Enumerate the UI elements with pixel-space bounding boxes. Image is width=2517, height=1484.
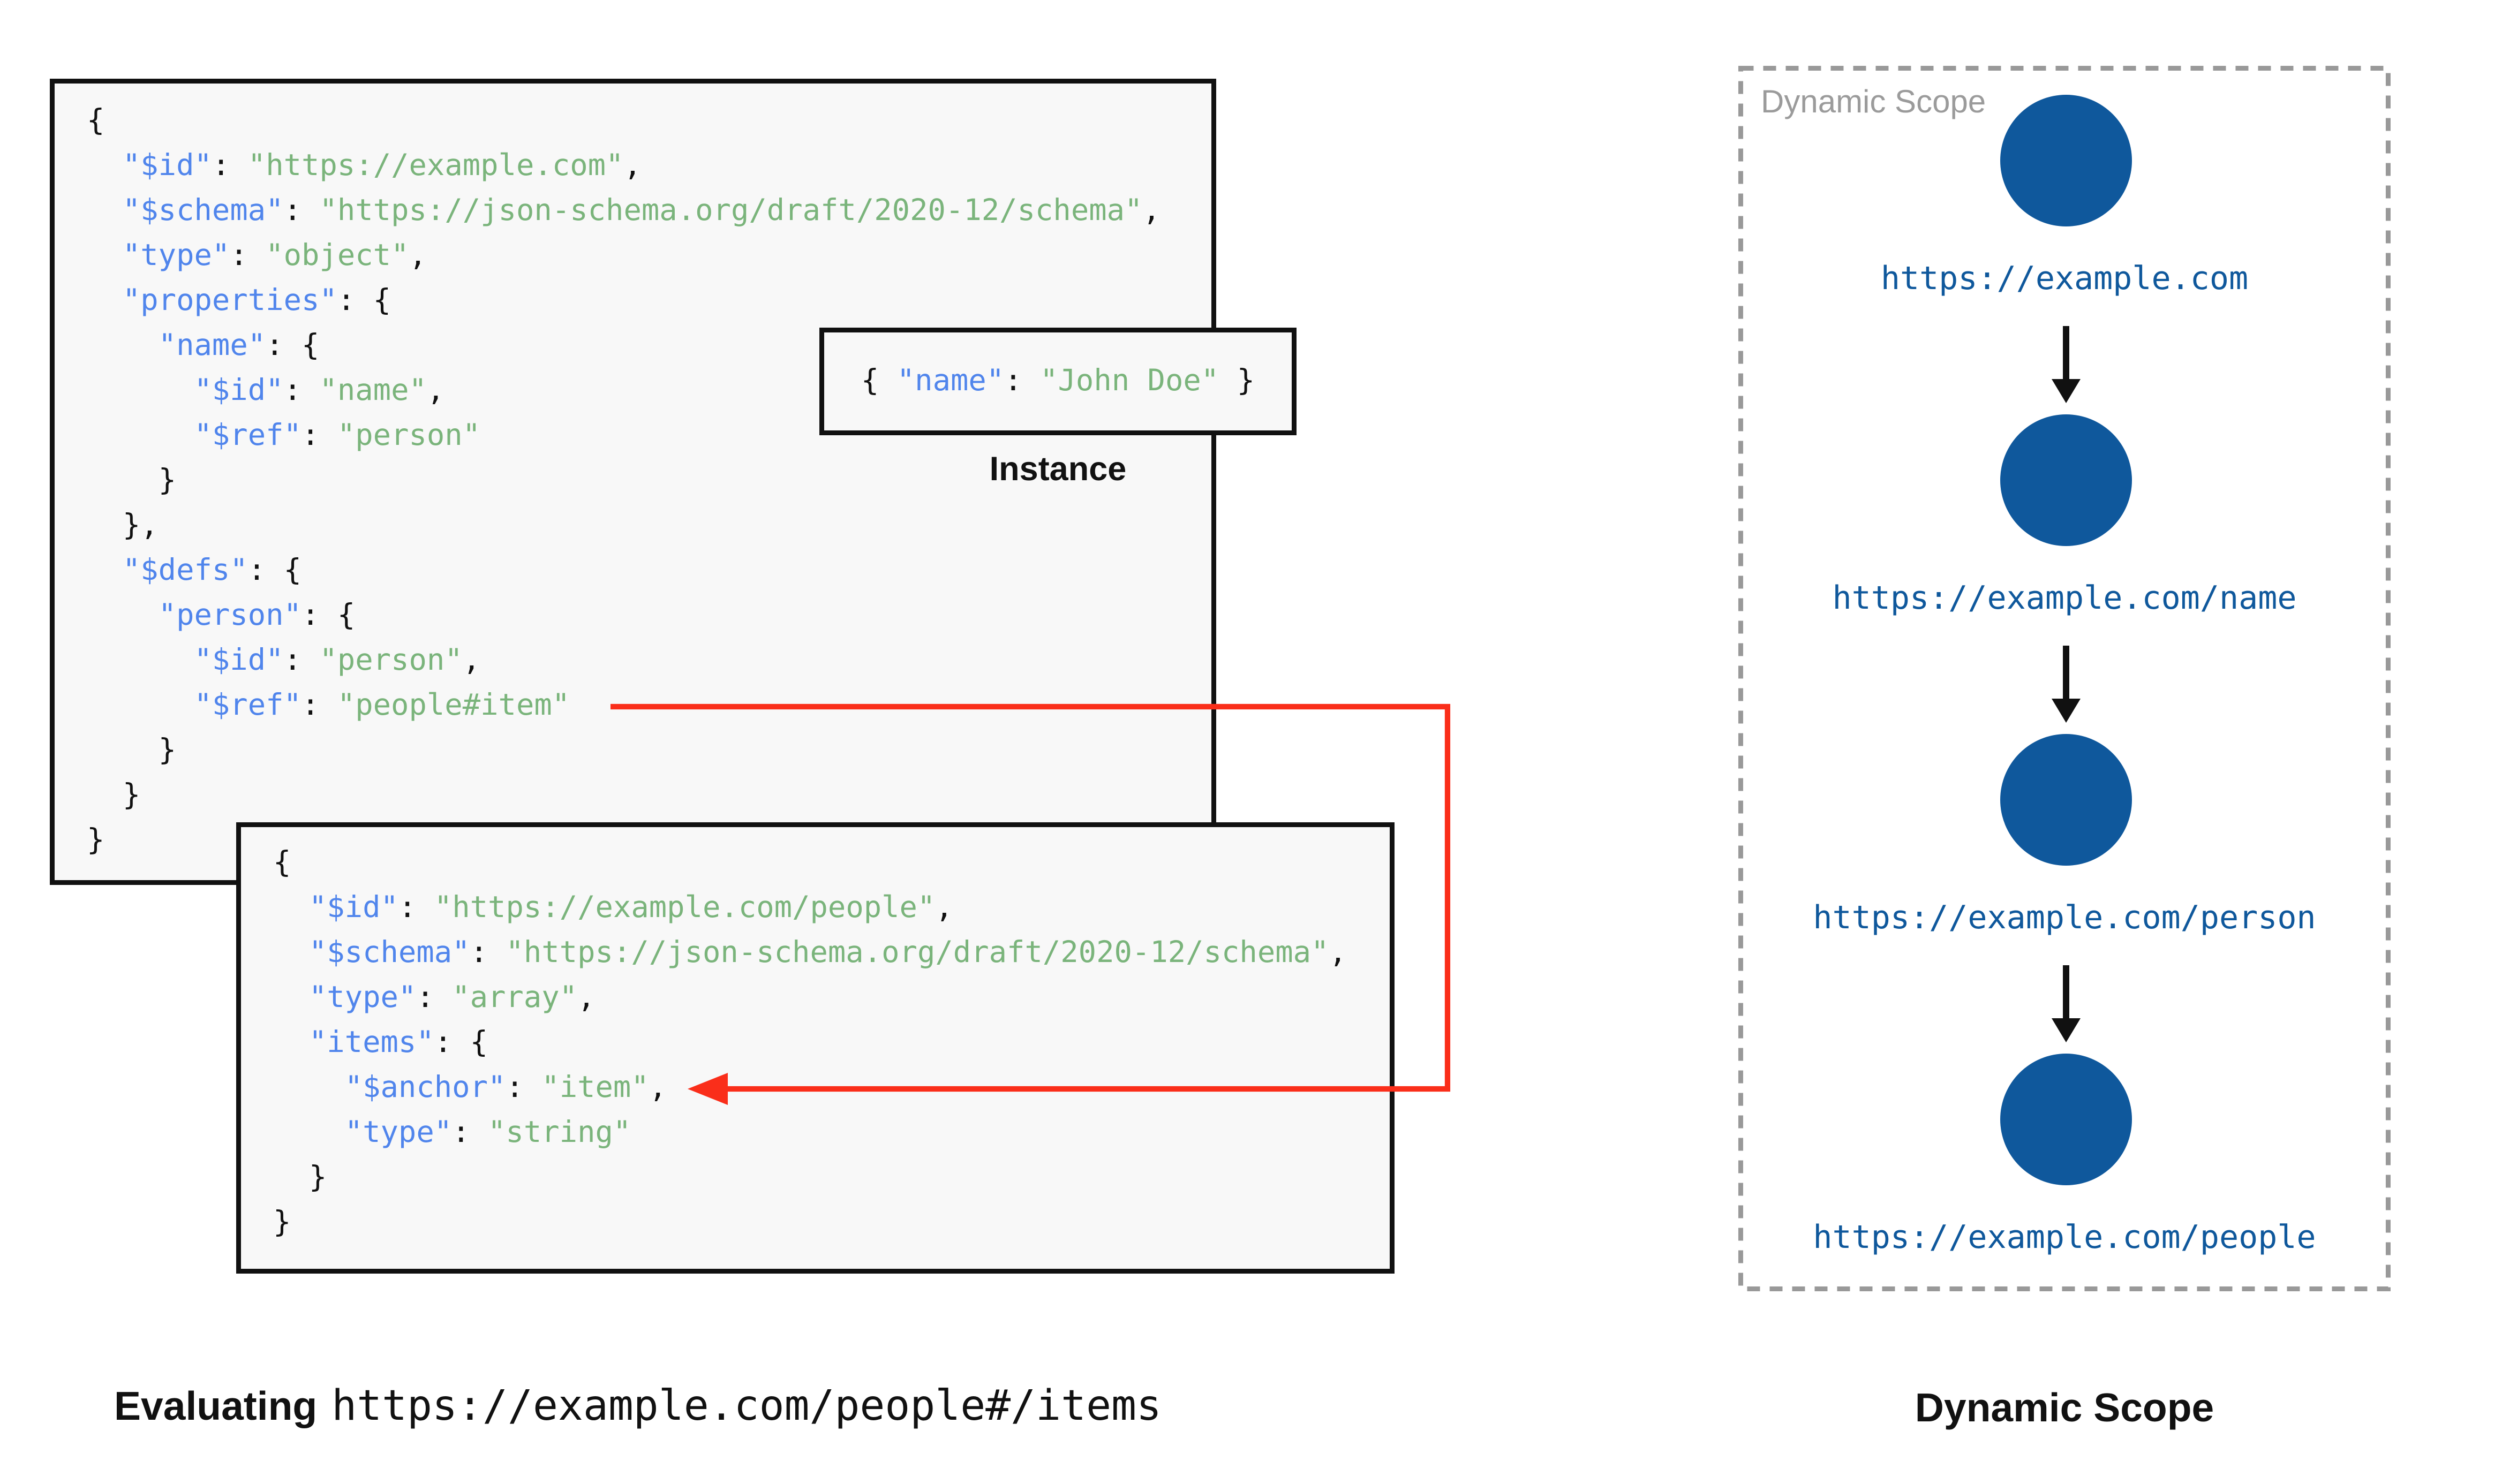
scope-node-circle [2000, 95, 2132, 226]
people-schema-code: { "$id": "https://example.com/people", "… [273, 846, 1347, 1240]
dynamic-scope-panel-label: Dynamic Scope [1761, 85, 1986, 120]
evaluating-caption: Evaluating https://example.com/people#/it… [114, 1381, 1162, 1433]
instance-box: { "name": "John Doe" } [819, 328, 1297, 435]
evaluating-caption-prefix: Evaluating [114, 1384, 318, 1429]
scope-node-label: https://example.com/people [1813, 1217, 2316, 1256]
dynamic-scope-caption: Dynamic Scope [1915, 1386, 2214, 1431]
instance-code: { "name": "John Doe" } [861, 364, 1255, 398]
evaluating-caption-uri: https://example.com/people#/items [331, 1383, 1162, 1431]
root-schema-code: { "$id": "https://example.com", "$schema… [87, 104, 1160, 858]
people-schema-code-box: { "$id": "https://example.com/people", "… [236, 822, 1395, 1274]
instance-label: Instance [989, 451, 1127, 488]
scope-node-circle [2000, 1054, 2132, 1185]
scope-node-label: https://example.com/name [1832, 578, 2297, 617]
down-arrow-icon [2052, 326, 2081, 405]
down-arrow-icon [2052, 646, 2081, 724]
scope-node-circle [2000, 414, 2132, 546]
scope-node-label: https://example.com [1880, 259, 2249, 297]
scope-node-circle [2000, 734, 2132, 866]
scope-node-label: https://example.com/person [1813, 898, 2316, 936]
down-arrow-icon [2052, 965, 2081, 1044]
